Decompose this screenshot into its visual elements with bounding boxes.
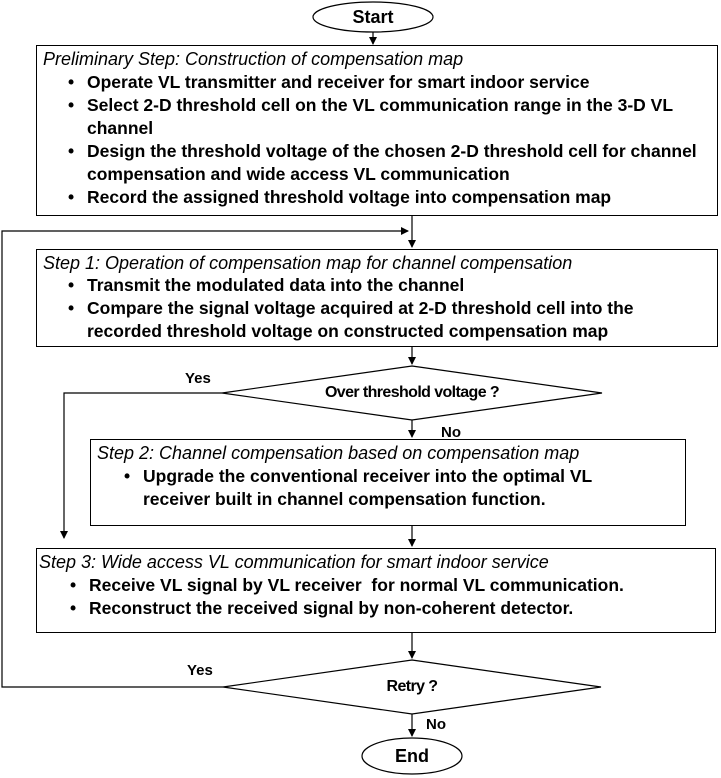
step3-title: Step 3: Wide access VL communication for… xyxy=(39,552,549,572)
step2-title: Step 2: Channel compensation based on co… xyxy=(97,443,580,463)
decision1-text: Over threshold voltage ? xyxy=(324,384,500,401)
preliminary-item: Select 2-D threshold cell on the VL comm… xyxy=(68,94,711,140)
step2-list: Upgrade the conventional receiver into t… xyxy=(124,465,655,511)
preliminary-step-title: Preliminary Step: Construction of compen… xyxy=(43,49,464,69)
step3-list: Receive VL signal by VL receiver for nor… xyxy=(70,574,711,620)
decision2-no-label: No xyxy=(426,716,446,733)
arrow-decision1-yes xyxy=(60,392,222,539)
step2-box: Step 2: Channel compensation based on co… xyxy=(90,439,686,526)
preliminary-item: Record the assigned threshold voltage in… xyxy=(68,186,711,209)
step1-item: Compare the signal voltage acquired at 2… xyxy=(68,297,713,343)
decision2-yes-label: Yes xyxy=(187,662,213,679)
step1-title: Step 1: Operation of compensation map fo… xyxy=(43,253,573,273)
arrow-decision2-yes-loop xyxy=(1,227,409,688)
preliminary-step-list: Operate VL transmitter and receiver for … xyxy=(68,71,711,209)
end-terminal xyxy=(361,737,463,775)
step3-item: Reconstruct the received signal by non-c… xyxy=(70,597,711,620)
step3-box: Step 3: Wide access VL communication for… xyxy=(36,548,716,633)
step1-box: Step 1: Operation of compensation map fo… xyxy=(36,249,718,347)
decision1-no-label: No xyxy=(441,424,461,441)
step1-item: Transmit the modulated data into the cha… xyxy=(68,274,713,297)
preliminary-item: Operate VL transmitter and receiver for … xyxy=(68,71,711,94)
preliminary-step-box: Preliminary Step: Construction of compen… xyxy=(36,45,718,216)
decision2-text: Retry ? xyxy=(386,678,439,695)
end-label: End xyxy=(395,746,429,766)
step2-item: Upgrade the conventional receiver into t… xyxy=(124,465,655,511)
decision1-yes-label: Yes xyxy=(185,370,211,387)
preliminary-item: Design the threshold voltage of the chos… xyxy=(68,140,711,186)
step3-item: Receive VL signal by VL receiver for nor… xyxy=(70,574,711,597)
step1-list: Transmit the modulated data into the cha… xyxy=(68,274,713,343)
start-label: Start xyxy=(352,7,394,27)
